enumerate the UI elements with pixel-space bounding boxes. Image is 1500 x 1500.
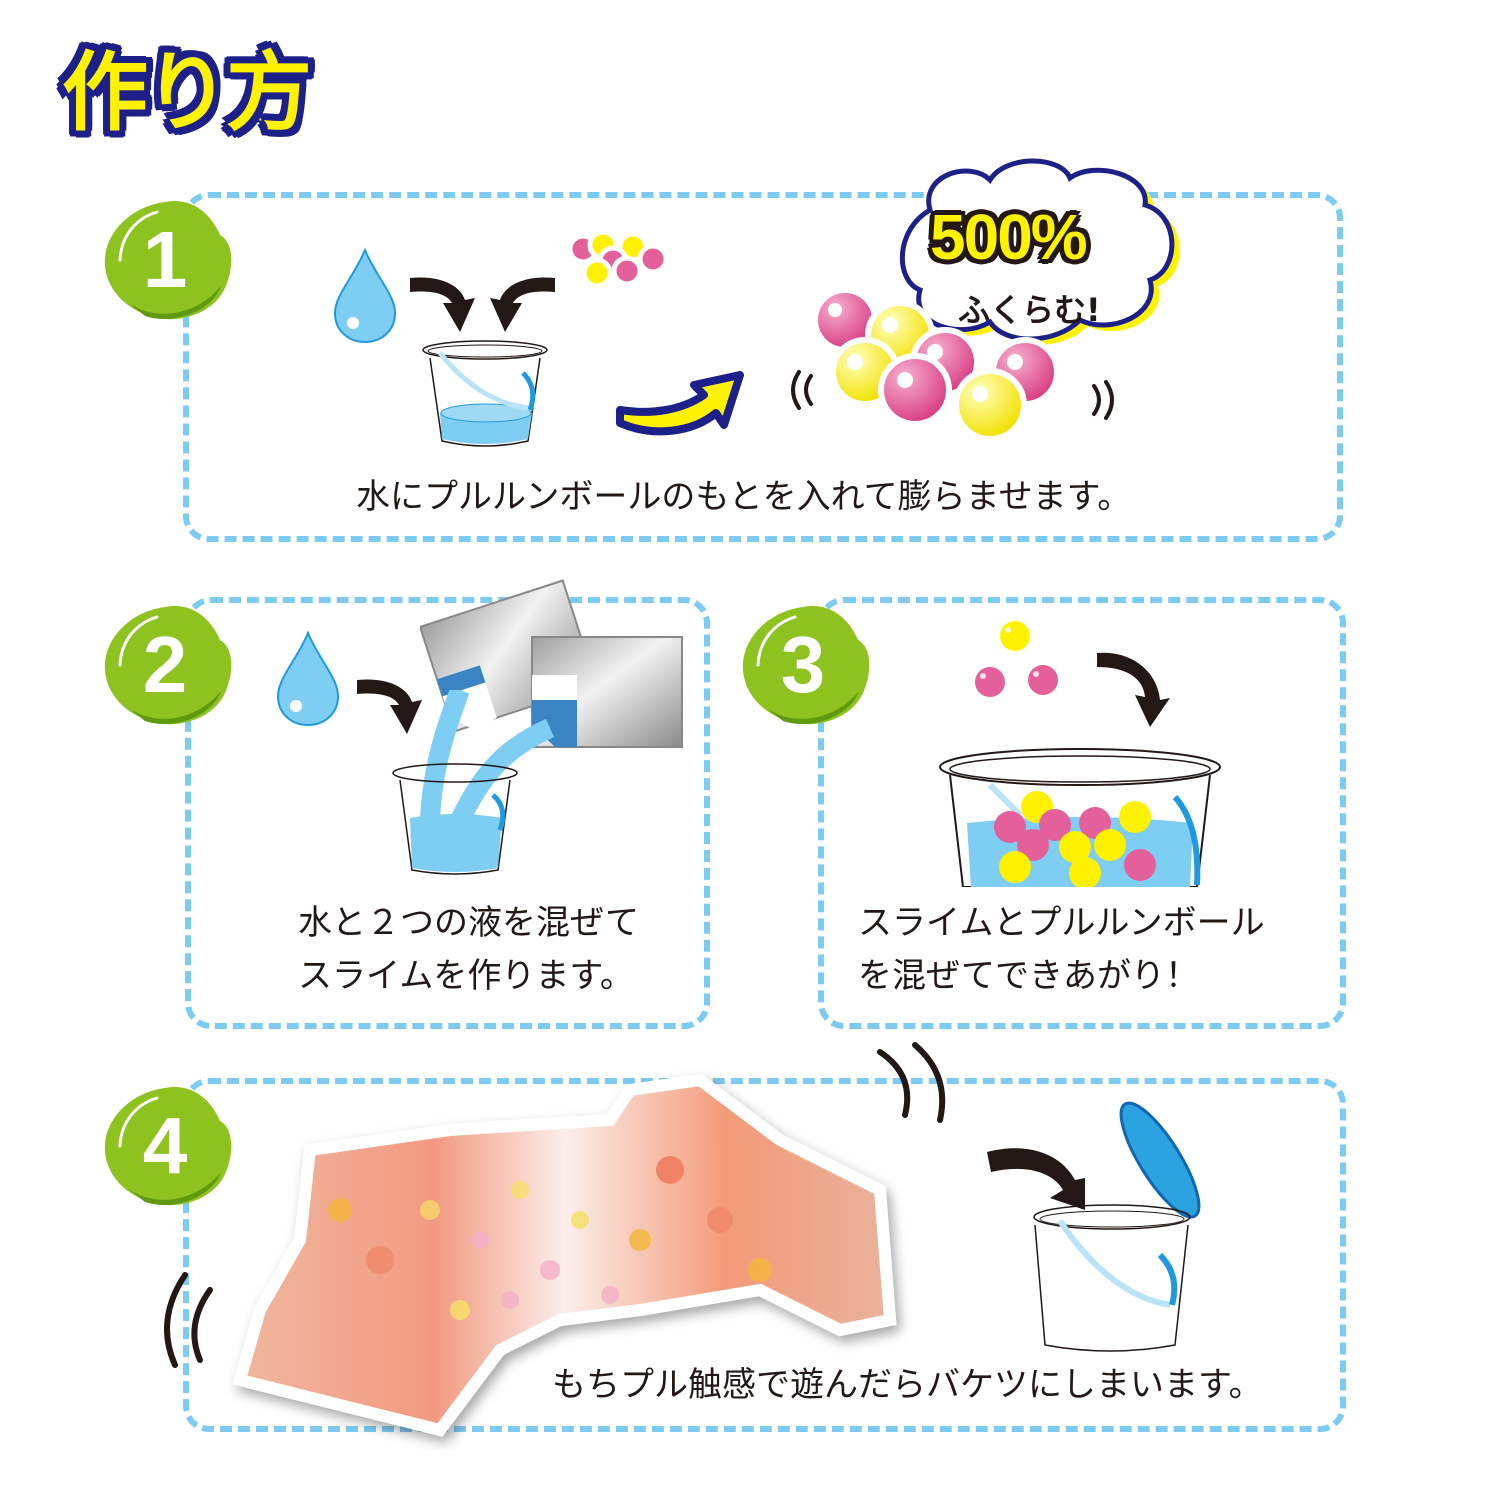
yellow-arrow-icon bbox=[616, 371, 744, 436]
slime-hands-photo bbox=[232, 1073, 897, 1437]
step-2-caption-line-1: 水と２つの液を混ぜて bbox=[298, 903, 640, 943]
step-number: 2 bbox=[142, 620, 188, 709]
liquid-packets-icon bbox=[420, 579, 683, 748]
large-balls-icon bbox=[812, 290, 1060, 442]
step-2-badge: 2 bbox=[95, 595, 235, 735]
step-number: 3 bbox=[780, 620, 826, 709]
green-blob-icon bbox=[104, 1086, 232, 1206]
step-1-panel bbox=[183, 192, 1343, 542]
step-3-panel bbox=[818, 597, 1346, 1029]
page-title: 作り方 bbox=[62, 43, 312, 143]
green-blob-icon bbox=[742, 605, 870, 725]
arrow-down-icon bbox=[1097, 652, 1170, 727]
arrow-down-right-icon bbox=[410, 277, 555, 332]
step-4-caption: もちプル触感で遊んだらバケツにしまいます。 bbox=[552, 1365, 1263, 1405]
step-4-panel bbox=[183, 1078, 1346, 1432]
bucket-with-lid-icon bbox=[1033, 1101, 1201, 1352]
vibration-left-icon bbox=[791, 370, 813, 410]
step-1-caption: 水にプルルンボールのもとを入れて膨らませます。 bbox=[356, 477, 1132, 517]
small-balls-icon bbox=[975, 621, 1058, 697]
water-drop-icon bbox=[276, 630, 340, 727]
bucket-with-balls-icon bbox=[939, 748, 1221, 887]
step-2-panel bbox=[185, 597, 710, 1029]
green-blob-icon bbox=[104, 605, 232, 725]
vibration-right-icon bbox=[877, 1042, 946, 1123]
step-4-badge: 4 bbox=[95, 1076, 235, 1216]
callout-label: ふくらむ! bbox=[958, 291, 1101, 329]
step-2-caption-line-2: スライムを作ります。 bbox=[298, 956, 634, 996]
step-3-caption-line-2: を混ぜてできあがり！ bbox=[858, 956, 1200, 996]
small-balls-icon bbox=[567, 229, 669, 289]
bucket-icon bbox=[422, 340, 548, 447]
vibration-right-icon bbox=[1092, 380, 1114, 420]
vibration-left-icon bbox=[164, 1272, 213, 1368]
step-3-badge: 3 bbox=[733, 595, 873, 735]
callout-percent: 500% bbox=[930, 201, 1088, 273]
arrow-down-right-icon bbox=[357, 679, 422, 734]
water-drop-icon bbox=[333, 247, 397, 344]
step-number: 1 bbox=[142, 215, 188, 304]
step-1-badge: 1 bbox=[95, 190, 235, 330]
arrow-down-right-icon bbox=[987, 1148, 1085, 1210]
bucket-pouring-icon bbox=[392, 690, 555, 875]
step-number: 4 bbox=[142, 1101, 188, 1190]
green-blob-icon bbox=[104, 200, 232, 320]
step-3-caption-line-1: スライムとプルルンボール bbox=[858, 903, 1265, 943]
